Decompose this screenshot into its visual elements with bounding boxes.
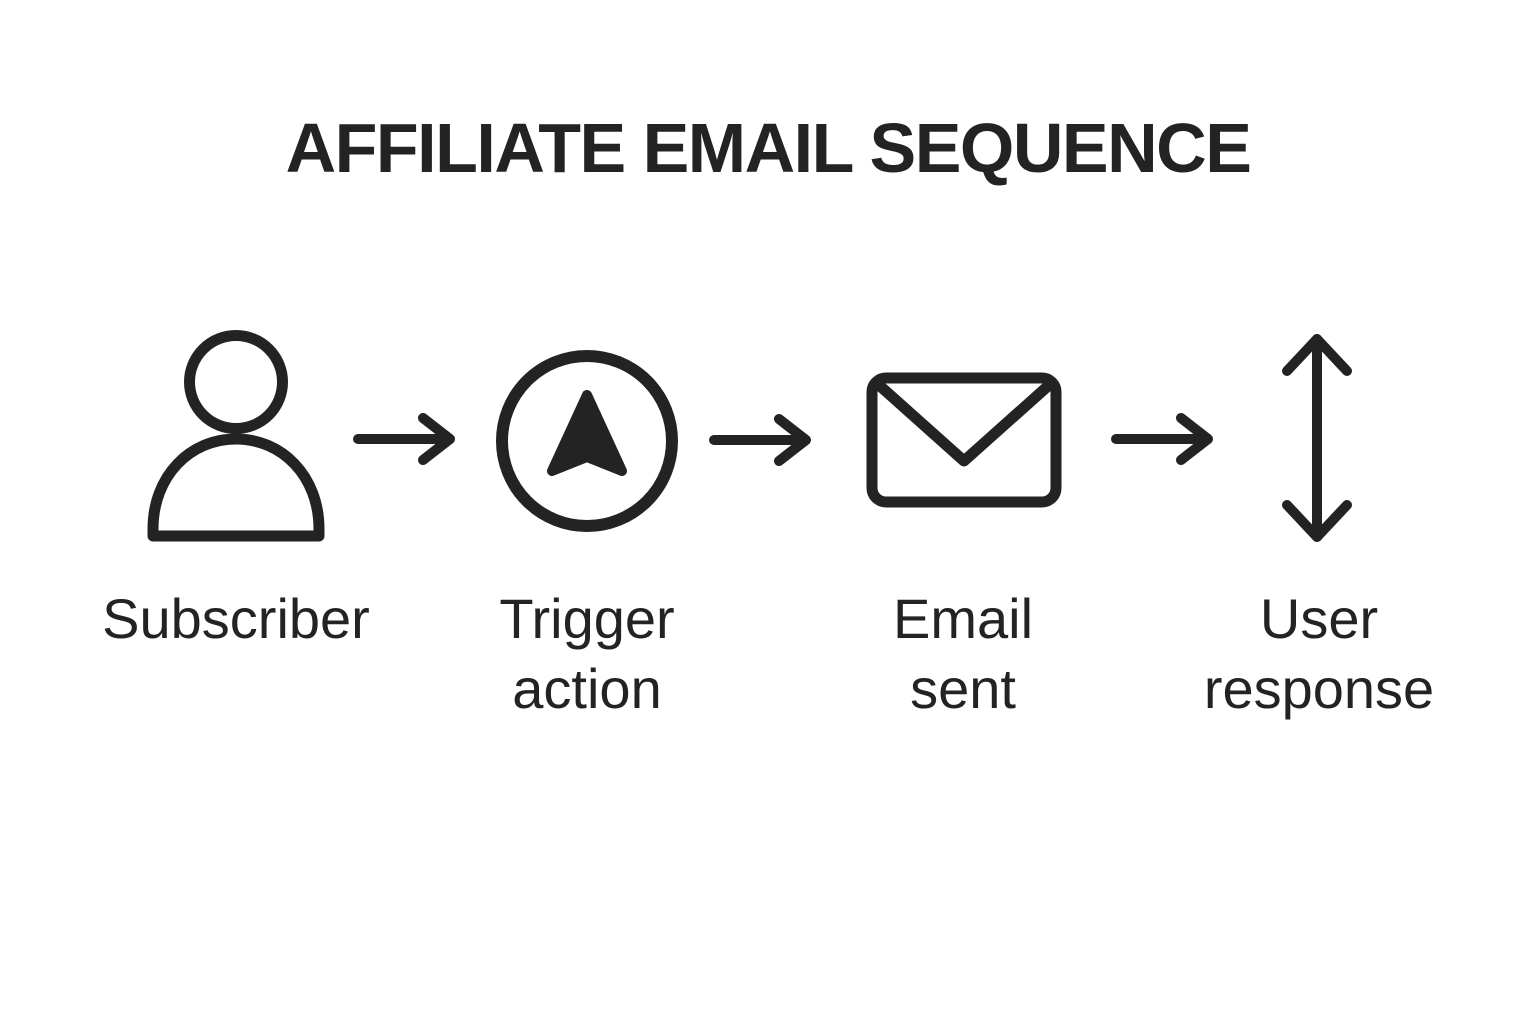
navigation-arrow-icon [495,349,679,533]
envelope-icon [866,372,1062,508]
up-down-arrow-icon [1279,330,1355,546]
arrow-right-icon [1109,413,1217,465]
step-label-trigger-action: Trigger action [499,587,675,720]
step-label-user-response: User response [1203,587,1435,720]
diagram-title: AFFILIATE EMAIL SEQUENCE [285,109,1252,187]
step-label-subscriber: Subscriber [102,587,370,650]
person-icon [146,330,326,542]
arrow-right-icon [351,413,459,465]
arrow-right-icon [707,414,815,466]
step-label-email-sent: Email sent [892,587,1034,720]
